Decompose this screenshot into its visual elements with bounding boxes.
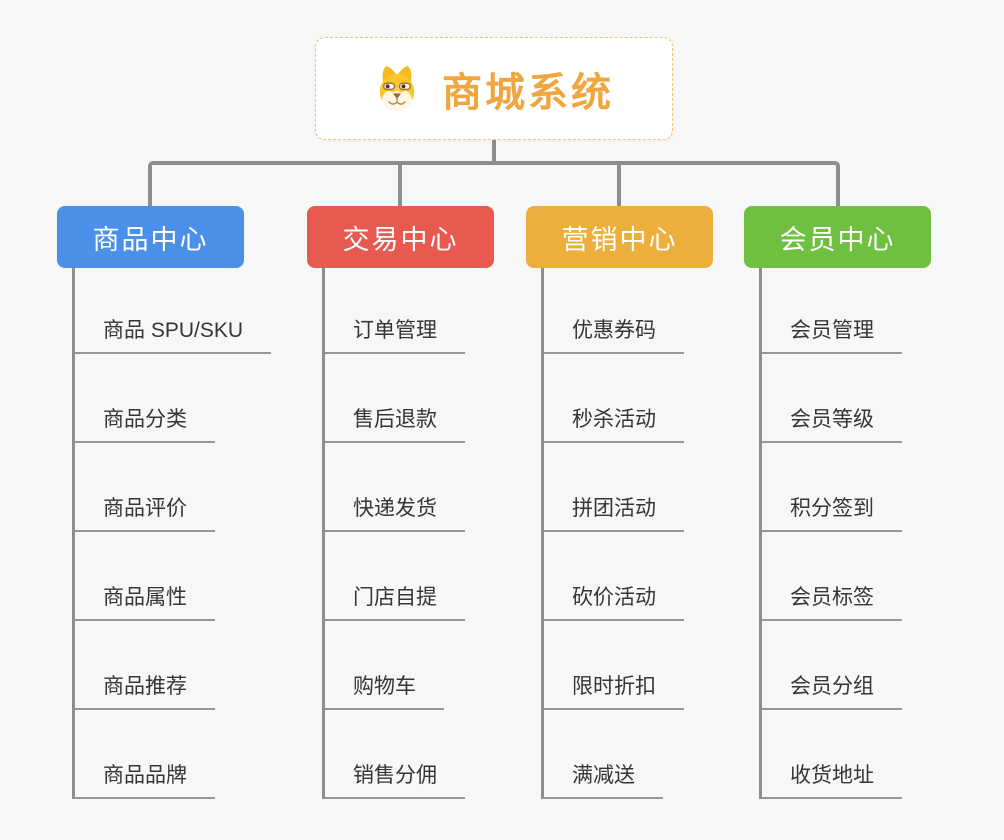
leaf-node: 砍价活动 [544,532,781,621]
leaf-label[interactable]: 商品评价 [75,492,215,532]
branch-node[interactable]: 营销中心 [526,206,713,268]
branch-column-4: 会员中心会员管理会员等级积分签到会员标签会员分组收货地址 [744,206,999,799]
leaf-node: 会员标签 [762,532,999,621]
leaf-node: 秒杀活动 [544,354,781,443]
branch-node[interactable]: 会员中心 [744,206,931,268]
leaf-label[interactable]: 订单管理 [325,314,465,354]
leaf-node: 门店自提 [325,532,562,621]
leaf-node: 商品属性 [75,532,312,621]
leaf-label[interactable]: 优惠券码 [544,314,684,354]
leaf-node: 商品品牌 [75,710,312,799]
leaf-label[interactable]: 商品推荐 [75,670,215,710]
leaf-node: 商品推荐 [75,621,312,710]
leaf-list: 订单管理售后退款快递发货门店自提购物车销售分佣 [322,268,562,799]
leaf-node: 商品分类 [75,354,312,443]
branch-column-1: 商品中心商品 SPU/SKU 商品分类商品评价商品属性商品推荐商品品牌 [57,206,312,799]
branch-node[interactable]: 商品中心 [57,206,244,268]
root-drop-line [492,139,496,165]
root-node[interactable]: 商城系统 [315,37,673,140]
leaf-list: 会员管理会员等级积分签到会员标签会员分组收货地址 [759,268,999,799]
leaf-label[interactable]: 售后退款 [325,403,465,443]
leaf-node: 快递发货 [325,443,562,532]
leaf-node: 售后退款 [325,354,562,443]
leaf-label[interactable]: 限时折扣 [544,670,684,710]
leaf-node: 订单管理 [325,268,562,354]
leaf-label[interactable]: 会员管理 [762,314,902,354]
leaf-list: 商品 SPU/SKU 商品分类商品评价商品属性商品推荐商品品牌 [72,268,312,799]
leaf-node: 拼团活动 [544,443,781,532]
leaf-label[interactable]: 商品属性 [75,581,215,621]
leaf-list: 优惠券码秒杀活动拼团活动砍价活动限时折扣满减送 [541,268,781,799]
branch-column-3: 营销中心优惠券码秒杀活动拼团活动砍价活动限时折扣满减送 [526,206,781,799]
leaf-label[interactable]: 商品品牌 [75,759,215,799]
leaf-label[interactable]: 拼团活动 [544,492,684,532]
leaf-node: 商品 SPU/SKU [75,268,312,354]
leaf-node: 会员分组 [762,621,999,710]
branch-node[interactable]: 交易中心 [307,206,494,268]
leaf-label[interactable]: 收货地址 [762,759,902,799]
leaf-label[interactable]: 快递发货 [325,492,465,532]
leaf-label[interactable]: 购物车 [325,670,444,710]
leaf-label[interactable]: 积分签到 [762,492,902,532]
leaf-label[interactable]: 秒杀活动 [544,403,684,443]
branch-stub-line [398,163,402,206]
leaf-node: 限时折扣 [544,621,781,710]
branch-column-2: 交易中心订单管理售后退款快递发货门店自提购物车销售分佣 [307,206,562,799]
leaf-node: 购物车 [325,621,562,710]
root-title: 商城系统 [442,70,614,115]
leaf-label[interactable]: 销售分佣 [325,759,465,799]
leaf-label[interactable]: 砍价活动 [544,581,684,621]
shiba-dog-icon [379,65,415,111]
branch-bus-line [148,161,840,206]
branch-stub-line [617,163,621,206]
leaf-label[interactable]: 门店自提 [325,581,465,621]
leaf-node: 会员等级 [762,354,999,443]
leaf-label[interactable]: 商品 SPU/SKU [75,314,272,354]
leaf-node: 收货地址 [762,710,999,799]
leaf-label[interactable]: 商品分类 [75,403,215,443]
leaf-label[interactable]: 会员分组 [762,670,902,710]
leaf-node: 优惠券码 [544,268,781,354]
leaf-node: 销售分佣 [325,710,562,799]
leaf-node: 会员管理 [762,268,999,354]
leaf-label[interactable]: 满减送 [544,759,663,799]
leaf-node: 满减送 [544,710,781,799]
leaf-label[interactable]: 会员标签 [762,581,902,621]
leaf-node: 商品评价 [75,443,312,532]
leaf-label[interactable]: 会员等级 [762,403,902,443]
leaf-node: 积分签到 [762,443,999,532]
